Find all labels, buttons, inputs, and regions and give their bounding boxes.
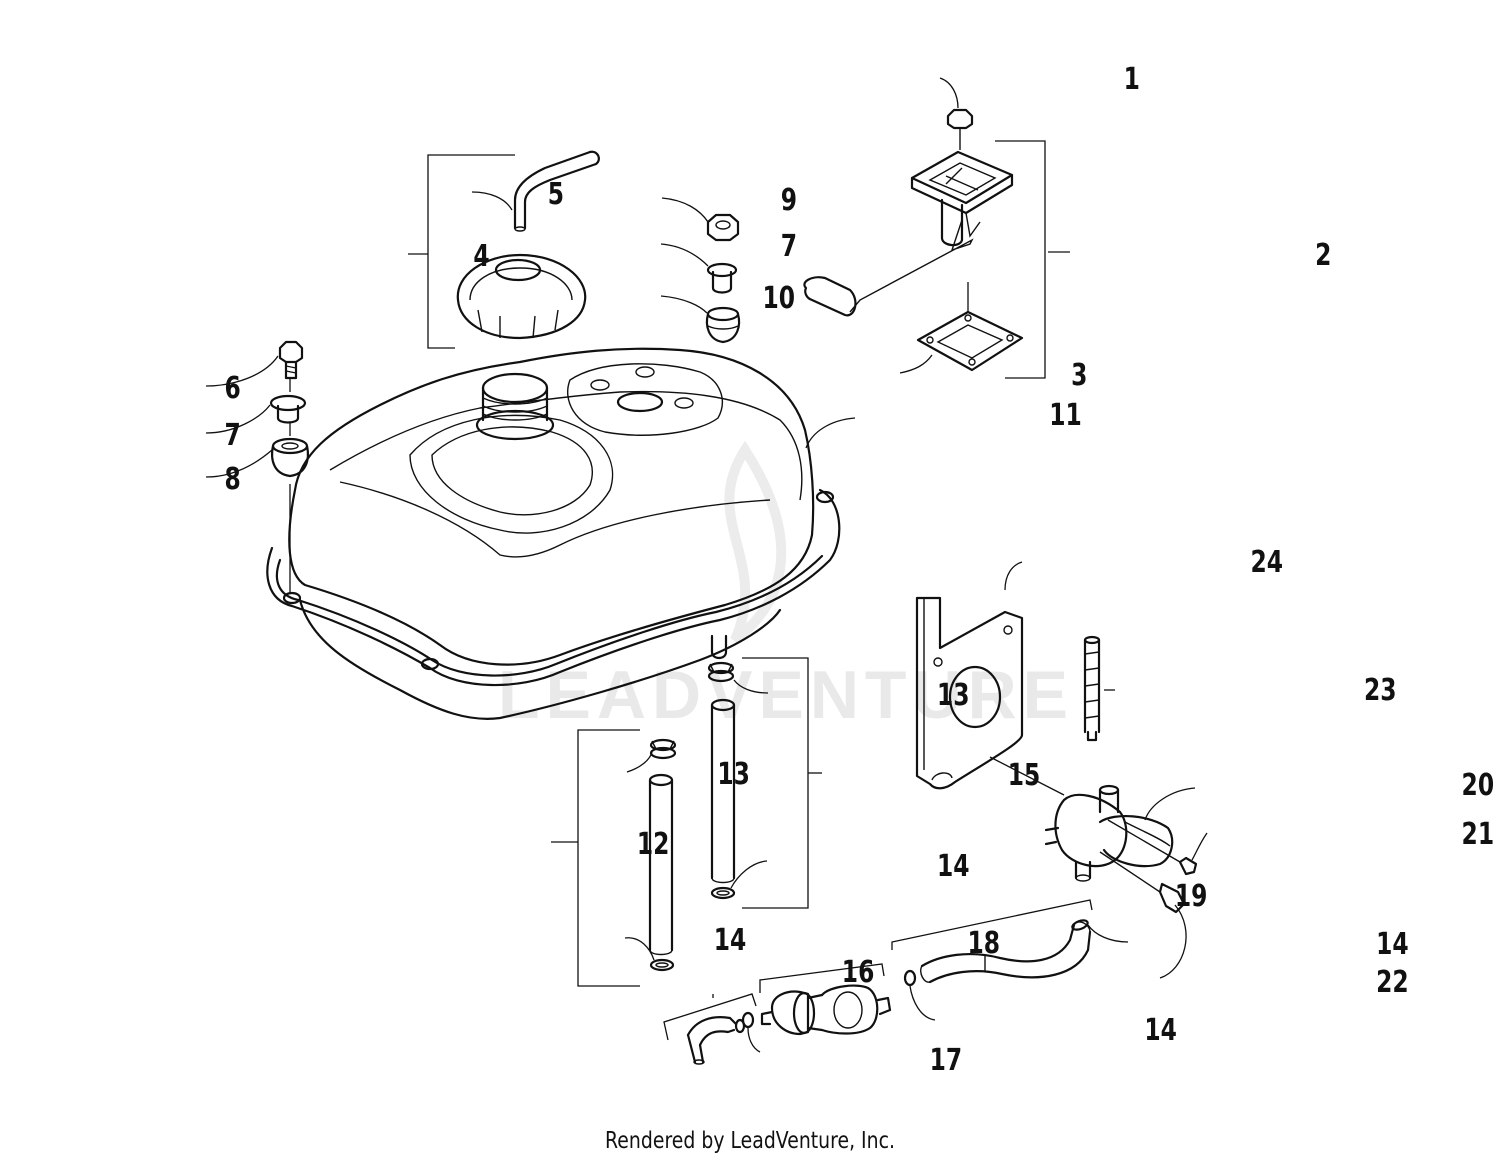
callout-12: 12 [637,827,670,862]
callout-8: 8 [224,462,240,497]
callout-24: 24 [1251,545,1284,580]
callout-10: 10 [763,281,796,316]
callout-23: 23 [1364,673,1397,708]
bolt-6[interactable] [278,340,304,380]
footer-credit: Rendered by LeadVenture, Inc. [605,1128,895,1154]
clamp-14-hose12[interactable] [649,958,675,972]
bracket-2 [995,140,1046,379]
bracket-16 [663,993,757,1041]
callout-22: 22 [1376,965,1409,1000]
callout-13-left: 13 [717,757,750,792]
clamp-13-left[interactable] [649,738,677,760]
bracket-12 [577,729,640,987]
grommet-10[interactable] [705,306,741,344]
callout-18: 18 [967,926,1000,961]
screw-22[interactable] [1099,851,1186,914]
screw-21[interactable] [1107,819,1198,876]
callout-6: 6 [224,371,240,406]
callout-3: 3 [1071,358,1087,393]
callout-4: 4 [473,239,489,274]
nut-9[interactable] [706,213,740,242]
hose-15[interactable] [710,698,736,884]
hose-12[interactable] [648,773,674,956]
callout-20: 20 [1462,768,1495,803]
callout-13-right: 13 [937,678,970,713]
callout-9: 9 [781,183,797,218]
fuel-valve-20[interactable] [1044,784,1174,882]
bracket-18 [759,963,885,993]
callout-14-hose19-right: 14 [1376,927,1409,962]
leader-24-valve [989,756,1065,796]
fuel-sender[interactable] [803,150,1014,317]
callout-19: 19 [1175,879,1208,914]
callout-7-top: 7 [781,229,797,264]
gasket-3[interactable] [916,310,1024,372]
collar-7-top[interactable] [706,262,738,294]
callout-5: 5 [548,177,564,212]
leader-lines [205,77,1208,1053]
bracket-15 [742,657,809,909]
bracket-19 [891,899,1093,950]
collar-7-left[interactable] [269,394,307,424]
watermark-flame-icon [724,440,787,644]
callout-14-hose15: 14 [937,849,970,884]
callout-11: 11 [1049,398,1082,433]
clamp-17[interactable] [734,1011,755,1034]
fuel-tank[interactable] [266,347,841,720]
hose-16[interactable] [686,1016,738,1065]
callout-7-left: 7 [224,418,240,453]
inline-filter-18[interactable] [760,984,892,1036]
vent-tube[interactable] [513,150,600,232]
clamp-13-right[interactable] [707,661,735,683]
callout-2: 2 [1315,238,1331,273]
callout-14-hose12: 14 [714,923,747,958]
clamp-14-hose19-left[interactable] [903,969,917,987]
callout-15: 15 [1008,758,1041,793]
callout-16: 16 [842,955,875,990]
callout-1: 1 [1124,62,1140,97]
callout-21: 21 [1462,817,1495,852]
grommet-8[interactable] [271,437,309,478]
callout-14-hose19-left: 14 [1144,1013,1177,1048]
filter-screen-23[interactable] [1083,635,1101,742]
bracket-24-plate[interactable] [915,596,1024,790]
clamp-14-hose15[interactable] [710,886,736,900]
callout-17: 17 [930,1043,963,1078]
clamp-14-hose19-right[interactable] [1071,919,1089,932]
screw-1[interactable] [946,108,974,150]
bracket-4 [427,154,515,349]
gas-cap-assembly[interactable] [456,253,587,340]
callout-labels: 1 2 3 4 5 6 7 7 8 9 10 11 12 13 13 14 14… [224,62,1494,1078]
